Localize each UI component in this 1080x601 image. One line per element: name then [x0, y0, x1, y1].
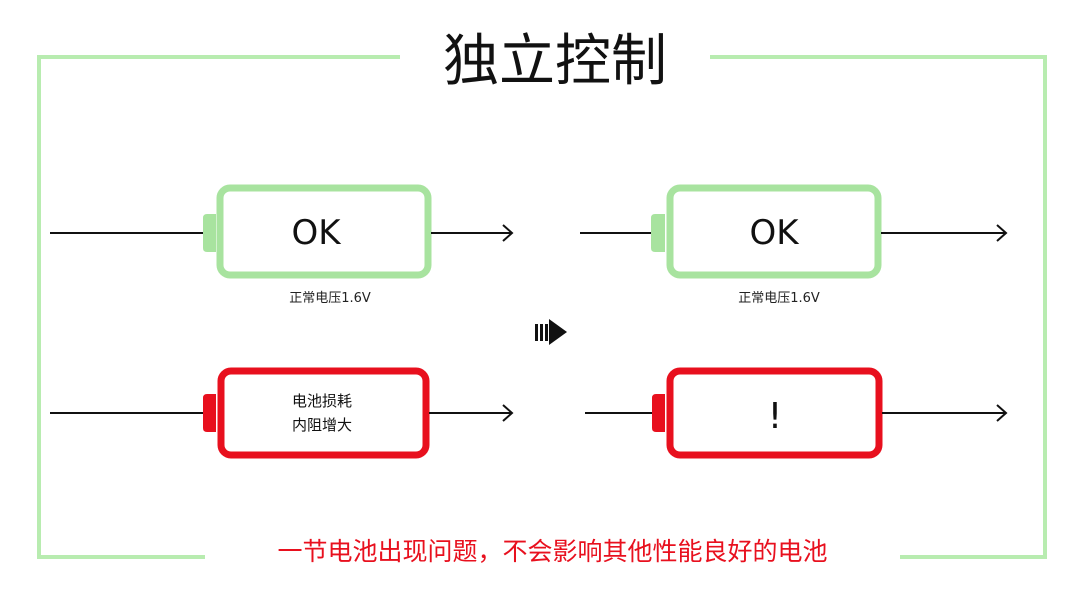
battery-fault-line2: 内阻增大: [292, 416, 352, 434]
right-top-circuit: OK 正常电压1.6V: [580, 184, 1008, 306]
frame-top-right: [705, 55, 1047, 59]
left-top-circuit: OK 正常电压1.6V: [50, 184, 514, 306]
arrow-head-icon: [996, 404, 1008, 422]
battery-terminal: [651, 214, 665, 252]
right-arrow-icon: [535, 319, 567, 345]
right-bottom-circuit: !: [585, 367, 1008, 459]
battery-terminal: [652, 394, 665, 432]
battery-status-text: OK: [291, 213, 342, 253]
battery-status-text: OK: [749, 213, 800, 253]
frame-left: [37, 55, 41, 559]
voltage-caption: 正常电压1.6V: [738, 291, 820, 306]
frame-bottom-right: [900, 555, 1047, 559]
battery-fault-line1: 电池损耗: [292, 392, 352, 410]
frame-right: [1043, 55, 1047, 559]
battery-terminal: [203, 214, 216, 252]
ok-battery: [216, 184, 432, 279]
left-bottom-circuit: 电池损耗 内阻增大: [50, 367, 514, 459]
footer-caption: 一节电池出现问题，不会影响其他性能良好的电池: [205, 530, 900, 574]
fault-battery: [666, 367, 883, 459]
arrow-head-icon: [502, 404, 514, 422]
voltage-caption: 正常电压1.6V: [289, 291, 371, 306]
warning-mark: !: [768, 396, 782, 437]
frame-bottom-left: [37, 555, 205, 559]
ok-battery: [666, 184, 882, 279]
arrow-head-icon: [502, 224, 514, 242]
fault-battery: [217, 367, 430, 459]
diagram-title: 独立控制: [400, 22, 710, 102]
battery-terminal: [203, 394, 216, 432]
arrow-head-icon: [996, 224, 1008, 242]
frame-top-left: [37, 55, 407, 59]
